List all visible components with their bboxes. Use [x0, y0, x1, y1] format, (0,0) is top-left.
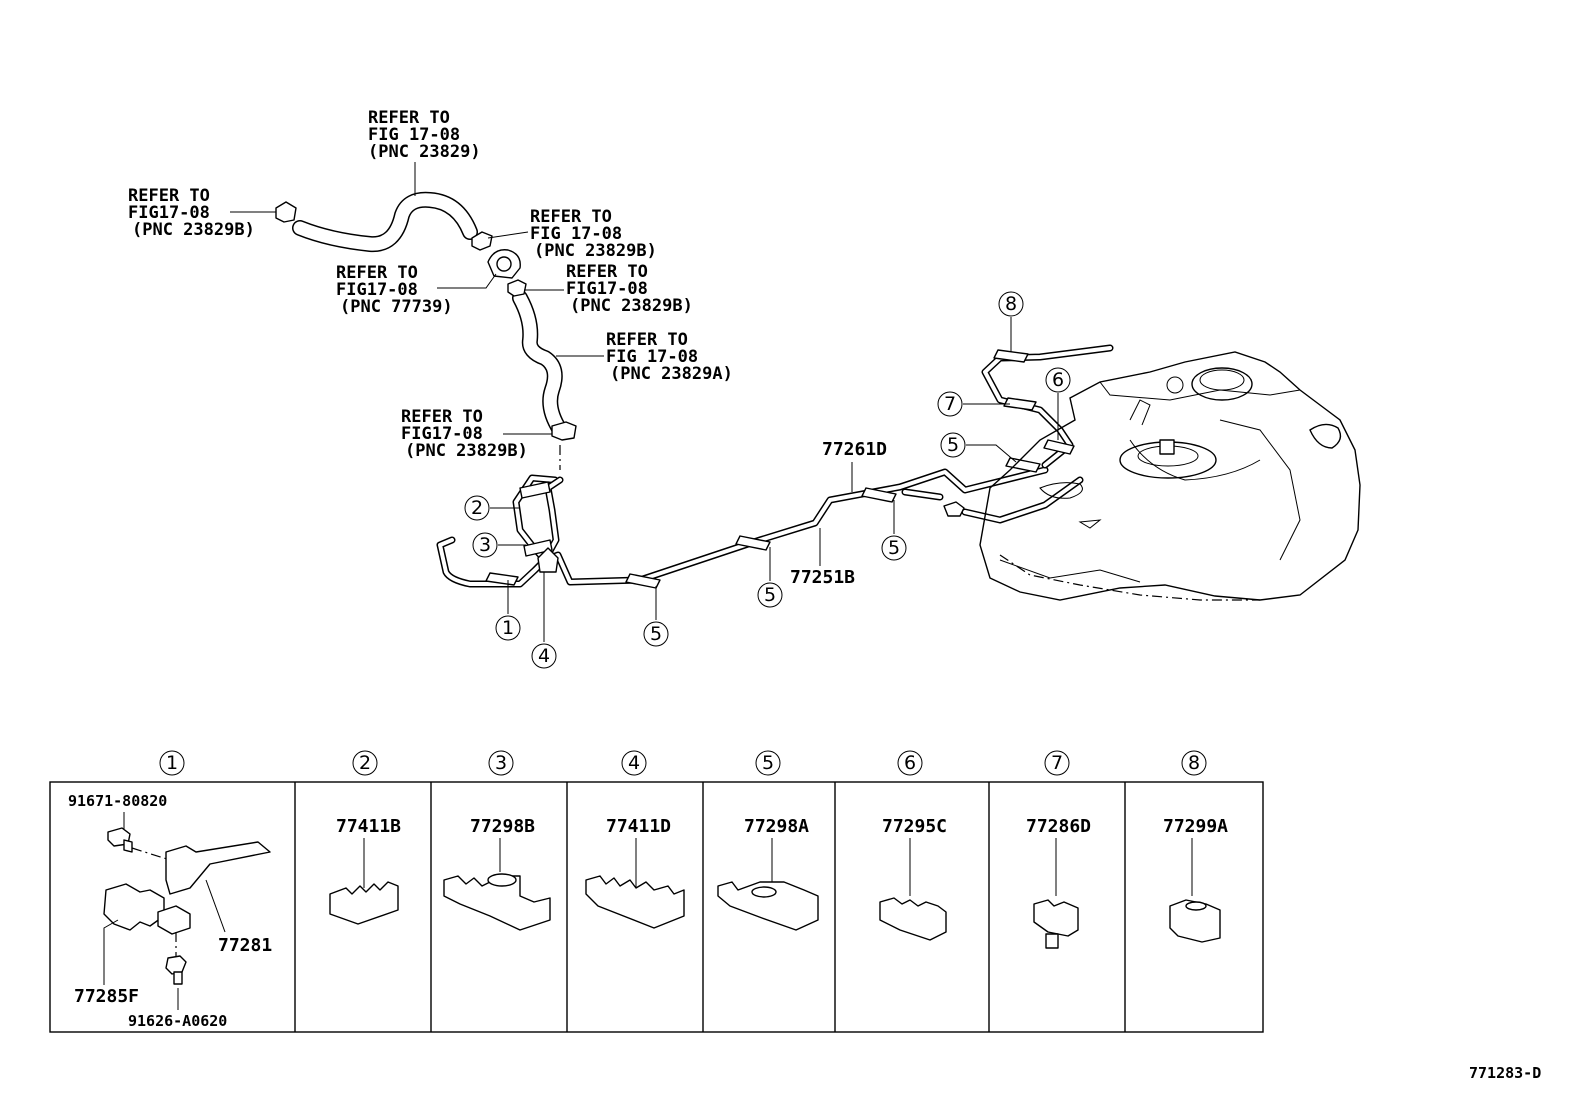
refer-note-7: REFER TO FIG17-08 (PNC 23829B) — [401, 407, 552, 461]
vent-valve-icon — [487, 249, 521, 279]
svg-text:4: 4 — [628, 752, 640, 774]
clamp-part-number: 77411B — [336, 816, 401, 837]
svg-text:6: 6 — [1052, 369, 1064, 391]
svg-text:3: 3 — [495, 752, 507, 774]
bracket-part-number: 77281 — [218, 935, 272, 956]
clamp-part-number: 77285F — [74, 986, 139, 1007]
clamp-part-number: 77411D — [606, 816, 671, 837]
svg-text:8: 8 — [1188, 752, 1200, 774]
evap-hose-upper — [292, 191, 478, 253]
hose-clip-icon — [275, 201, 577, 441]
refer-note-line: (PNC 23829) — [368, 142, 481, 162]
callout-7: 7 — [937, 391, 1010, 417]
refer-note-5: REFER TO FIG17-08 (PNC 23829B) — [524, 262, 693, 316]
cell-3-clamp: 77298B — [443, 816, 551, 931]
refer-note-line: REFER TO — [401, 407, 483, 427]
cell-8-clamp: 77299A — [1163, 816, 1228, 943]
figure-id: 771283-D — [1469, 1064, 1541, 1082]
refer-note-line: REFER TO — [368, 108, 450, 128]
svg-text:5: 5 — [764, 584, 776, 606]
refer-note-line: REFER TO — [336, 263, 418, 283]
refer-note-line: (PNC 23829B) — [570, 296, 693, 316]
part-number-77251B: 77251B — [790, 567, 855, 588]
bolt2-part-number: 91626-A0620 — [128, 1012, 227, 1030]
refer-note-line: (PNC 23829B) — [132, 220, 255, 240]
clamp-part-number: 77298B — [470, 816, 535, 837]
svg-text:2: 2 — [471, 497, 483, 519]
refer-note-line: REFER TO — [606, 330, 688, 350]
cell-4-clamp: 77411D — [585, 816, 685, 929]
evap-hose-lower — [512, 290, 568, 438]
callout-8: 8 — [998, 291, 1024, 352]
svg-text:8: 8 — [1005, 293, 1017, 315]
refer-note-line: REFER TO — [128, 186, 210, 206]
refer-note-3: REFER TO FIG 17-08 (PNC 23829B) — [487, 207, 657, 261]
table-header-2: 2 — [352, 750, 378, 776]
svg-text:7: 7 — [1051, 752, 1063, 774]
svg-text:7: 7 — [944, 393, 956, 415]
part-number-77261D: 77261D — [822, 439, 887, 460]
refer-note-line: FIG17-08 — [401, 424, 483, 444]
clamp-part-number: 77298A — [744, 816, 809, 837]
svg-text:1: 1 — [502, 617, 514, 639]
table-header-4: 4 — [621, 750, 647, 776]
callout-5b: 5 — [757, 547, 783, 608]
refer-note-line: FIG17-08 — [336, 280, 418, 300]
clamp-part-number: 77299A — [1163, 816, 1228, 837]
svg-text:3: 3 — [479, 534, 491, 556]
cell-1-bracket-assembly: 91671-80820 77281 77285F 91626-A0620 — [68, 792, 272, 1030]
refer-note-line: FIG 17-08 — [368, 125, 460, 145]
svg-text:4: 4 — [538, 645, 550, 667]
refer-note-4: REFER TO FIG17-08 (PNC 77739) — [336, 263, 497, 317]
svg-text:1: 1 — [166, 752, 178, 774]
refer-note-line: REFER TO — [530, 207, 612, 227]
refer-note-line: (PNC 23829B) — [534, 241, 657, 261]
callout-2: 2 — [464, 495, 520, 521]
svg-text:5: 5 — [888, 537, 900, 559]
fuel-tank-outline — [979, 351, 1361, 601]
refer-note-line: REFER TO — [566, 262, 648, 282]
callout-5a: 5 — [643, 586, 669, 647]
cell-2-clamp: 77411B — [329, 816, 401, 925]
table-header-5: 5 — [755, 750, 781, 776]
cell-6-clamp: 77295C — [879, 816, 947, 941]
refer-note-2: REFER TO FIG17-08 (PNC 23829B) — [128, 186, 276, 240]
callout-1: 1 — [495, 580, 521, 641]
callout-3: 3 — [472, 532, 526, 558]
cell-7-clamp: 77286D — [1026, 816, 1091, 949]
callout-6: 6 — [1045, 367, 1071, 440]
svg-text:5: 5 — [762, 752, 774, 774]
refer-note-line: (PNC 23829A) — [610, 364, 733, 384]
clamp-part-number: 77295C — [882, 816, 947, 837]
svg-text:5: 5 — [947, 434, 959, 456]
bolt-part-number: 91671-80820 — [68, 792, 167, 810]
refer-note-line: FIG 17-08 — [530, 224, 622, 244]
cell-5-clamp: 77298A — [717, 816, 819, 931]
svg-text:5: 5 — [650, 623, 662, 645]
clamp-marks — [485, 349, 1075, 589]
table-header-3: 3 — [488, 750, 514, 776]
callout-5c: 5 — [881, 500, 907, 561]
callout-4: 4 — [531, 572, 557, 669]
refer-note-line: FIG17-08 — [128, 203, 210, 223]
refer-note-line: FIG17-08 — [566, 279, 648, 299]
callout-5d: 5 — [940, 432, 1017, 463]
clamp-table: 1 2 3 4 5 6 7 8 91671-80820 77281 77285F… — [49, 750, 1264, 1033]
svg-text:2: 2 — [359, 752, 371, 774]
refer-note-line: FIG 17-08 — [606, 347, 698, 367]
clamp-part-number: 77286D — [1026, 816, 1091, 837]
table-header-1: 1 — [159, 750, 185, 776]
refer-note-line: (PNC 77739) — [340, 297, 453, 317]
refer-note-6: REFER TO FIG 17-08 (PNC 23829A) — [556, 330, 733, 384]
svg-text:6: 6 — [904, 752, 916, 774]
refer-note-1: REFER TO FIG 17-08 (PNC 23829) — [368, 108, 481, 196]
table-header-6: 6 — [897, 750, 923, 776]
table-header-8: 8 — [1181, 750, 1207, 776]
table-header-7: 7 — [1044, 750, 1070, 776]
refer-note-line: (PNC 23829B) — [405, 441, 528, 461]
